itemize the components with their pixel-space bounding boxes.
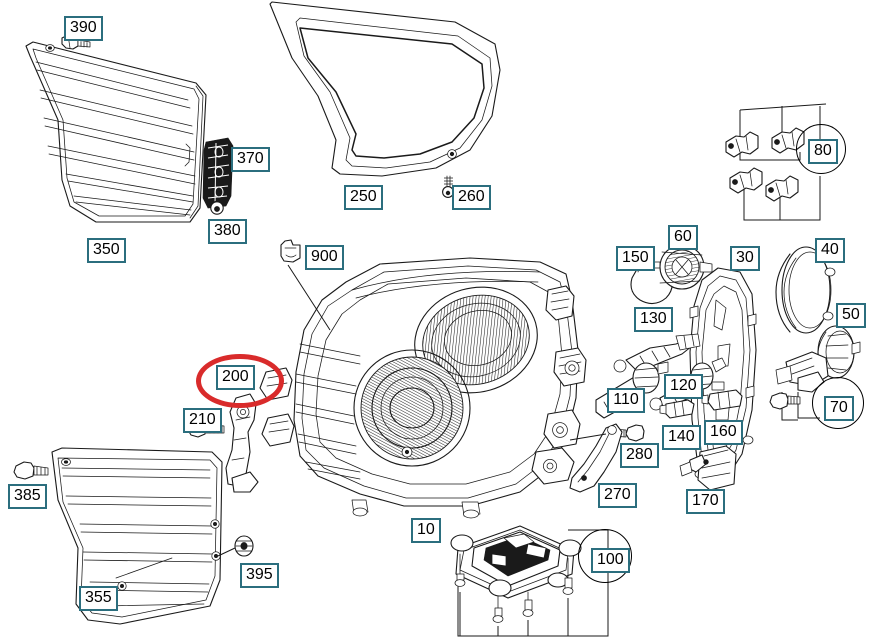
part-80-clip-set — [725, 103, 827, 221]
part-60-socket — [659, 244, 713, 290]
callout-label-80[interactable]: 80 — [808, 139, 838, 164]
callout-label-260[interactable]: 260 — [452, 185, 491, 210]
callout-label-110[interactable]: 110 — [607, 388, 645, 413]
callout-label-280[interactable]: 280 — [620, 443, 659, 468]
kit-circle-100 — [578, 529, 632, 583]
callout-label-40[interactable]: 40 — [815, 238, 845, 263]
part-170-motor — [679, 445, 737, 491]
callout-label-200[interactable]: 200 — [216, 365, 255, 390]
part-355-lower-grille — [51, 447, 223, 625]
callout-label-130[interactable]: 130 — [634, 307, 673, 332]
part-140-bulb — [659, 399, 695, 419]
callout-label-355[interactable]: 355 — [79, 586, 118, 611]
callout-label-140[interactable]: 140 — [662, 425, 701, 450]
part-200-adjuster-arm — [225, 393, 259, 493]
callout-label-60[interactable]: 60 — [668, 225, 698, 250]
callout-label-395[interactable]: 395 — [240, 563, 279, 588]
part-350-upper-grille — [25, 41, 207, 223]
callout-label-270[interactable]: 270 — [598, 483, 637, 508]
callout-label-350[interactable]: 350 — [87, 238, 126, 263]
part-900-cap — [280, 239, 331, 331]
callout-label-385[interactable]: 385 — [8, 484, 47, 509]
part-250-lens-cover — [269, 1, 501, 177]
callout-label-170[interactable]: 170 — [686, 489, 725, 514]
callout-label-380[interactable]: 380 — [208, 219, 247, 244]
part-160-bulb — [701, 389, 743, 411]
callout-label-210[interactable]: 210 — [183, 408, 222, 433]
ballast-screws — [454, 553, 574, 623]
part-270-bracket-arm — [569, 423, 623, 493]
callout-label-390[interactable]: 390 — [64, 16, 103, 41]
part-395-grommet — [217, 535, 254, 557]
clip-3 — [729, 167, 763, 194]
kit-circle-80 — [796, 124, 846, 174]
callout-label-150[interactable]: 150 — [616, 246, 655, 271]
clip-1 — [725, 131, 759, 158]
callout-label-120[interactable]: 120 — [664, 374, 703, 399]
part-10-headlamp-housing — [259, 257, 587, 519]
callout-label-100[interactable]: 100 — [591, 548, 630, 573]
callout-label-370[interactable]: 370 — [231, 147, 270, 172]
part-130-bulb — [613, 333, 701, 373]
callout-label-30[interactable]: 30 — [730, 246, 760, 271]
highlight-ellipse-part-200 — [196, 354, 284, 408]
part-385-screw — [13, 461, 49, 480]
callout-label-70[interactable]: 70 — [824, 396, 854, 421]
clip-4 — [765, 175, 799, 202]
part-370-bracket — [202, 137, 234, 209]
callout-label-160[interactable]: 160 — [704, 420, 743, 445]
callout-label-50[interactable]: 50 — [836, 303, 866, 328]
callout-label-10[interactable]: 10 — [411, 518, 441, 543]
part-70-connector — [769, 351, 829, 421]
part-100-ballast — [450, 525, 609, 637]
part-380-grommet — [210, 200, 224, 215]
callout-label-900[interactable]: 900 — [305, 245, 344, 270]
kit-circle-70 — [812, 377, 864, 429]
callout-label-250[interactable]: 250 — [344, 185, 383, 210]
part-40-retainer-ring — [775, 246, 836, 334]
